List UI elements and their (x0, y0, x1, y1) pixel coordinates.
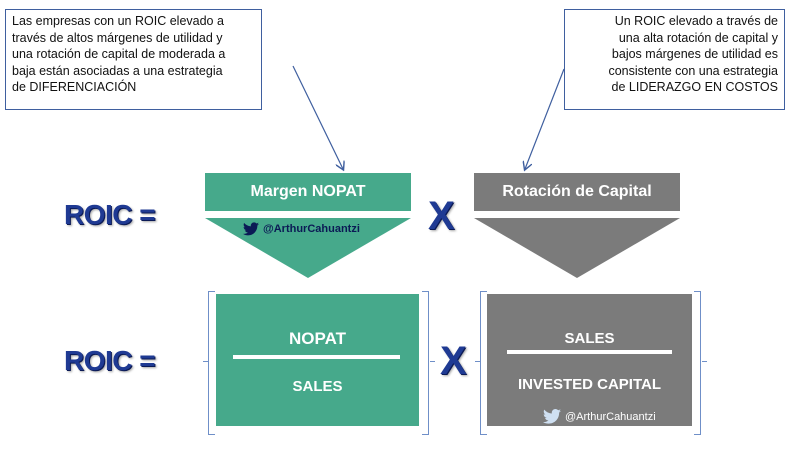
callout-left-line: baja están asociadas a una estrategia (12, 63, 223, 78)
arrow-to-rotacion (525, 68, 565, 169)
roic-label-top: ROIC = (64, 199, 156, 230)
twitter-handle-text: @ArthurCahuantzi (565, 410, 656, 423)
roic-label-bottom: ROIC = (64, 345, 156, 376)
bracket-left-close (422, 291, 429, 435)
multiply-sign-bottom: X (440, 339, 467, 383)
bracket-tick (203, 361, 208, 362)
twitter-handle-bottom: @ArthurCahuantzi (543, 409, 656, 424)
bracket-right-open (480, 291, 487, 435)
bracket-tick (430, 361, 435, 362)
callout-right-line: Un ROIC elevado a través de (614, 14, 778, 28)
fraction-bar (507, 350, 672, 354)
bracket-tick (702, 361, 707, 362)
multiply-sign-top: X (428, 194, 455, 238)
callout-left-line: Las empresas con un ROIC elevado a (12, 14, 224, 28)
rotacion-capital-header: Rotación de Capital (474, 173, 680, 211)
callout-liderazgo-costos: Un ROIC elevado a través de una alta rot… (564, 9, 785, 110)
margen-nopat-triangle (205, 218, 411, 278)
callout-left-line: de DIFERENCIACIÓN (12, 80, 137, 94)
twitter-handle-text: @ArthurCahuantzi (263, 223, 360, 235)
callout-left-line: través de altos márgenes de utilidad y (12, 30, 223, 45)
twitter-handle-top: @ArthurCahuantzi (243, 222, 360, 236)
bracket-tick (475, 361, 480, 362)
callout-left-line: una rotación de capital de moderada a (12, 47, 226, 61)
twitter-bird-icon (543, 409, 561, 424)
sales-over-invested-capital-box: SALES INVESTED CAPITAL @ArthurCahuantzi (487, 294, 692, 426)
twitter-bird-icon (243, 222, 259, 236)
fraction-denominator: INVESTED CAPITAL (517, 376, 662, 393)
callout-right-line: de LIDERAZGO EN COSTOS (611, 80, 778, 94)
nopat-over-sales-box: NOPAT SALES (216, 294, 419, 426)
bracket-left-open (208, 291, 215, 435)
fraction-bar (233, 355, 400, 359)
arrow-to-margen (292, 65, 343, 169)
rotacion-capital-triangle (474, 218, 680, 278)
fraction-numerator: SALES (564, 330, 615, 347)
callout-diferenciacion: Las empresas con un ROIC elevado a travé… (5, 9, 262, 110)
bracket-right-close (694, 291, 701, 435)
callout-right-line: una alta rotación de capital y (618, 30, 778, 45)
callout-right-line: consistente con una estrategia (608, 63, 778, 78)
margen-nopat-header: Margen NOPAT (205, 173, 411, 211)
fraction-numerator: NOPAT (289, 329, 346, 348)
fraction-denominator: SALES (292, 378, 343, 395)
callout-right-line: bajos márgenes de utilidad es (611, 47, 778, 61)
